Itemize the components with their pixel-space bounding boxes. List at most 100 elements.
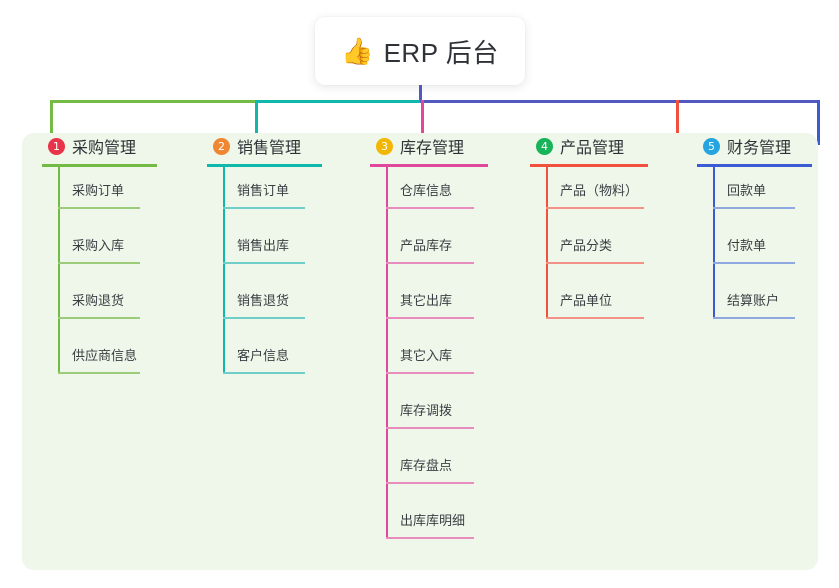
- branch-item[interactable]: 产品库存: [368, 222, 488, 277]
- bar-segment-2: [255, 100, 423, 103]
- branch-header-4[interactable]: 4 产品管理: [528, 133, 648, 159]
- branch-item-rule: [713, 317, 795, 319]
- branch-item-label: 产品单位: [560, 293, 613, 308]
- branch-column-1[interactable]: 1 采购管理采购订单采购入库采购退货供应商信息: [40, 133, 157, 387]
- branch-item-rule: [386, 537, 474, 539]
- branch-item-label: 采购退货: [72, 293, 125, 308]
- branch-item[interactable]: 采购入库: [40, 222, 157, 277]
- branch-item-label: 结算账户: [727, 293, 780, 308]
- branch-spine: [713, 167, 715, 319]
- branch-spine: [58, 167, 60, 374]
- branch-item-label: 销售出库: [237, 238, 290, 253]
- branch-item-label: 其它出库: [400, 293, 453, 308]
- branch-item-rule: [713, 262, 795, 264]
- branch-spine: [386, 167, 388, 539]
- branch-title: 销售管理: [237, 140, 302, 157]
- branch-item[interactable]: 销售退货: [205, 277, 322, 332]
- branch-item-label: 出库库明细: [400, 513, 466, 528]
- branch-item-label: 回款单: [727, 183, 767, 198]
- branch-item[interactable]: 其它入库: [368, 332, 488, 387]
- branch-item[interactable]: 出库库明细: [368, 497, 488, 552]
- branch-header-rule: [207, 164, 322, 167]
- branch-column-5[interactable]: 5 财务管理回款单付款单结算账户: [695, 133, 812, 332]
- branch-number-badge: 1: [48, 137, 65, 155]
- branch-item-label: 客户信息: [237, 348, 290, 363]
- branch-item[interactable]: 库存盘点: [368, 442, 488, 497]
- branch-item-rule: [223, 317, 305, 319]
- branch-item-list: 产品（物料） 产品分类产品单位: [528, 167, 648, 332]
- branch-item-label: 仓库信息: [400, 183, 453, 198]
- branch-item-rule: [386, 262, 474, 264]
- branch-item-rule: [386, 427, 474, 429]
- branch-title: 采购管理: [72, 140, 137, 157]
- thumbs-up-icon: 👍: [341, 36, 374, 66]
- branch-header-2[interactable]: 2 销售管理: [205, 133, 322, 159]
- branch-item-label: 销售订单: [237, 183, 290, 198]
- branch-drop-1: [50, 100, 53, 145]
- bar-segment-3: [420, 100, 820, 103]
- branch-item-list: 采购订单采购入库采购退货供应商信息: [40, 167, 157, 387]
- branch-item-rule: [58, 317, 140, 319]
- branch-number-badge: 3: [376, 137, 393, 155]
- branch-title: 库存管理: [400, 140, 465, 157]
- branch-item[interactable]: 采购订单: [40, 167, 157, 222]
- branch-item[interactable]: 产品分类: [528, 222, 648, 277]
- branch-drop-3: [421, 100, 424, 145]
- root-node-title: ERP 后台: [383, 37, 499, 68]
- branch-item[interactable]: 产品（物料）: [528, 167, 648, 222]
- branch-header-rule: [697, 164, 812, 167]
- branch-header-1[interactable]: 1 采购管理: [40, 133, 157, 159]
- branch-item-rule: [546, 262, 644, 264]
- branch-title: 财务管理: [727, 140, 792, 157]
- branch-title: 产品管理: [560, 140, 625, 157]
- branch-column-2[interactable]: 2 销售管理销售订单销售出库销售退货客户信息: [205, 133, 322, 387]
- branch-number-badge: 5: [703, 137, 720, 155]
- branch-column-4[interactable]: 4 产品管理产品（物料） 产品分类产品单位: [528, 133, 648, 332]
- branch-item-rule: [386, 317, 474, 319]
- bar-segment-1: [50, 100, 258, 103]
- branches-panel: 1 采购管理采购订单采购入库采购退货供应商信息 2 销售管理销售订单销售出库销售退货客…: [22, 133, 818, 570]
- branch-item[interactable]: 回款单: [695, 167, 812, 222]
- branch-item-rule: [713, 207, 795, 209]
- branch-spine: [546, 167, 548, 319]
- branch-item-list: 回款单付款单结算账户: [695, 167, 812, 332]
- root-stem: [419, 85, 422, 103]
- branch-item[interactable]: 其它出库: [368, 277, 488, 332]
- branch-item[interactable]: 销售订单: [205, 167, 322, 222]
- branch-item[interactable]: 库存调拨: [368, 387, 488, 442]
- branch-item-label: 销售退货: [237, 293, 290, 308]
- branch-item-label: 采购入库: [72, 238, 125, 253]
- branch-item[interactable]: 销售出库: [205, 222, 322, 277]
- branch-item[interactable]: 产品单位: [528, 277, 648, 332]
- branch-item-rule: [58, 207, 140, 209]
- branch-item-label: 产品分类: [560, 238, 613, 253]
- branch-item-list: 销售订单销售出库销售退货客户信息: [205, 167, 322, 387]
- branch-number-badge: 2: [213, 137, 230, 155]
- branch-item-rule: [223, 372, 305, 374]
- branch-number-badge: 4: [536, 137, 553, 155]
- branch-drop-4: [676, 100, 679, 145]
- branch-item-label: 供应商信息: [72, 348, 138, 363]
- branch-header-3[interactable]: 3 库存管理: [368, 133, 488, 159]
- branch-item[interactable]: 供应商信息: [40, 332, 157, 387]
- branch-item[interactable]: 客户信息: [205, 332, 322, 387]
- branch-item-label: 库存盘点: [400, 458, 453, 473]
- branch-item-rule: [386, 482, 474, 484]
- root-node-card[interactable]: 👍 ERP 后台: [315, 17, 525, 85]
- branch-item[interactable]: 付款单: [695, 222, 812, 277]
- branch-item[interactable]: 结算账户: [695, 277, 812, 332]
- branch-item[interactable]: 仓库信息: [368, 167, 488, 222]
- branch-item-label: 库存调拨: [400, 403, 453, 418]
- branch-spine: [223, 167, 225, 374]
- branch-item-label: 其它入库: [400, 348, 453, 363]
- branch-header-rule: [530, 164, 648, 167]
- branch-drop-5: [817, 100, 820, 145]
- branch-item-rule: [546, 317, 644, 319]
- branch-item[interactable]: 采购退货: [40, 277, 157, 332]
- branch-item-rule: [223, 262, 305, 264]
- branch-header-5[interactable]: 5 财务管理: [695, 133, 812, 159]
- branch-item-label: 付款单: [727, 238, 767, 253]
- branch-column-3[interactable]: 3 库存管理仓库信息产品库存其它出库其它入库库存调拨库存盘点出库库明细: [368, 133, 488, 552]
- branch-item-rule: [386, 372, 474, 374]
